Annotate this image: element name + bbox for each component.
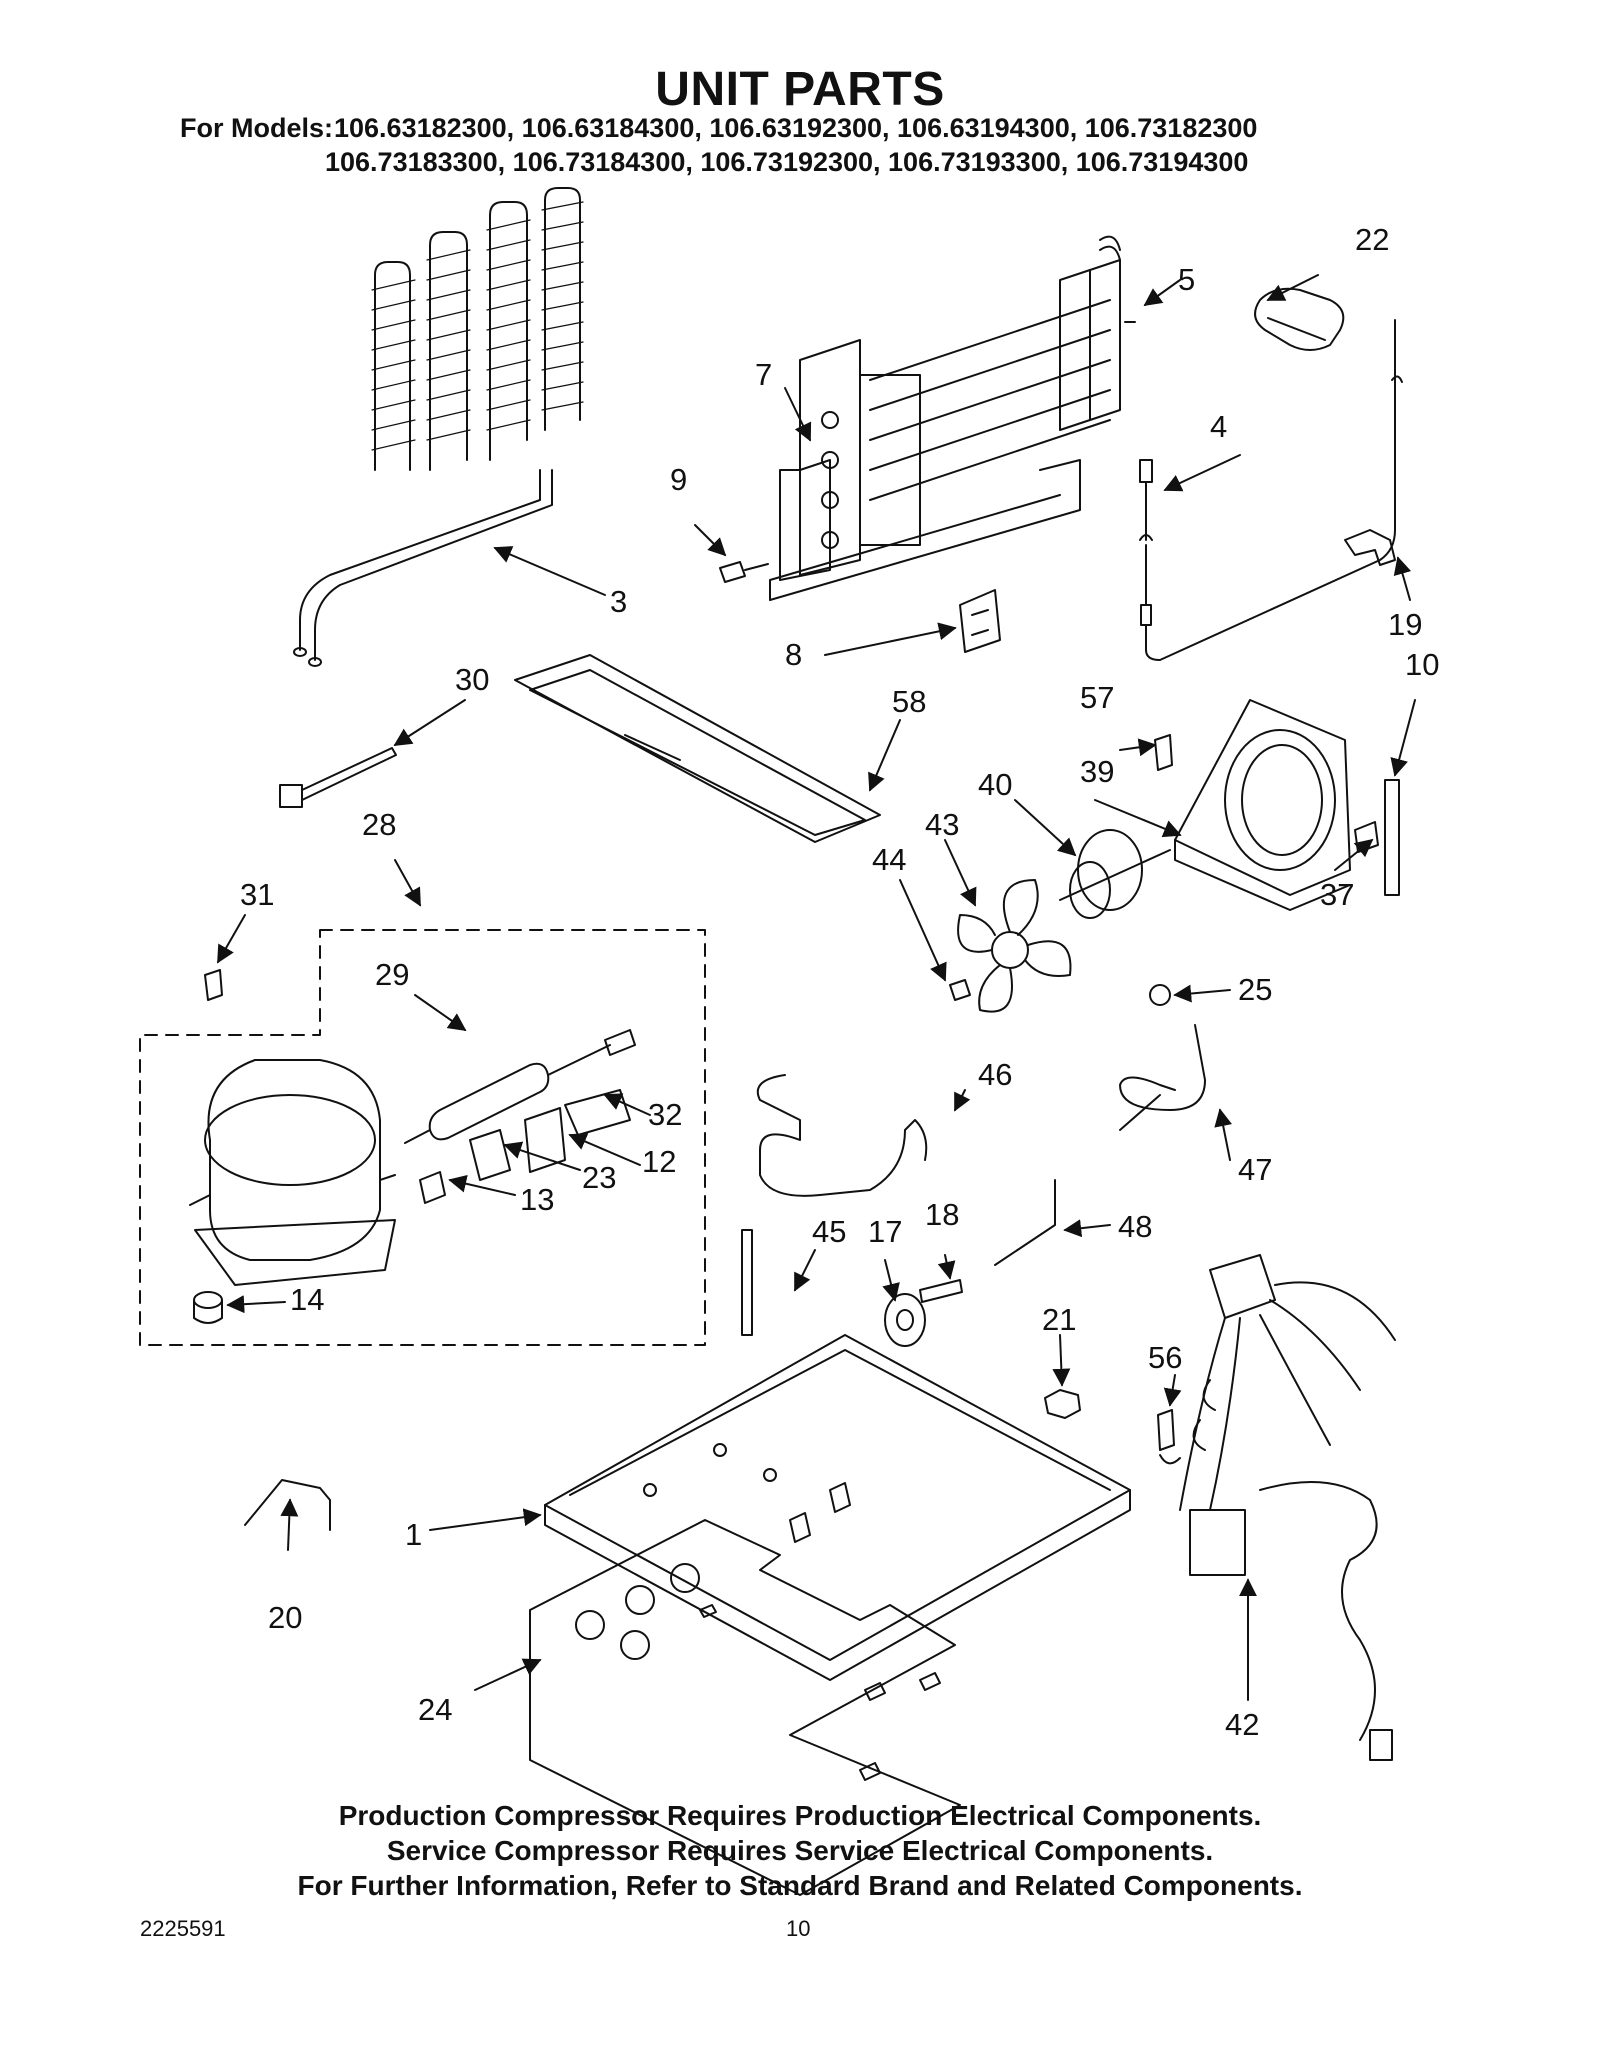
wiring-harness-part: [1179, 1254, 1396, 1761]
clamp-part: [1149, 984, 1171, 1006]
callout-39: 39: [1080, 754, 1114, 789]
callout-28: 28: [362, 807, 396, 842]
compressor-screw-part: [204, 969, 223, 1001]
callout-5: 5: [1178, 262, 1195, 297]
callout-9: 9: [670, 462, 687, 497]
terminal-connector-part: [419, 1171, 446, 1204]
tubing-part: [756, 1074, 928, 1197]
bracket-part: [959, 589, 1001, 653]
callout-44: 44: [872, 842, 906, 877]
page-title: UNIT PARTS: [655, 63, 945, 116]
thermistor-wire-part: [1139, 319, 1403, 661]
callout-17: 17: [868, 1214, 902, 1249]
mount-screw-part: [1354, 821, 1379, 853]
callout-45: 45: [812, 1214, 846, 1249]
callout-4: 4: [1210, 409, 1227, 444]
callout-48: 48: [1118, 1209, 1152, 1244]
leader-lines: [217, 274, 1416, 1701]
callout-24: 24: [418, 1692, 452, 1727]
callout-37: 37: [1320, 877, 1354, 912]
callout-14: 14: [290, 1282, 324, 1317]
compressor-part: [189, 1059, 396, 1286]
footer-note-2: Service Compressor Requires Service Elec…: [386, 1835, 1214, 1866]
drain-tube-part: [994, 1179, 1056, 1266]
callout-29: 29: [375, 957, 409, 992]
callout-labels: 3 5 4 7 9 8 22 19 10 30 58 57 39 40 43 4…: [240, 222, 1439, 1742]
fan-motor-part: [1059, 829, 1171, 919]
pin-part: [741, 1229, 753, 1336]
shroud-screw-part: [1154, 734, 1173, 771]
fan-nut-part: [949, 979, 971, 1001]
clip-part: [1344, 529, 1396, 566]
callout-7: 7: [755, 357, 772, 392]
cable-tie-part: [279, 747, 397, 808]
callout-57: 57: [1080, 680, 1114, 715]
callout-13: 13: [520, 1182, 554, 1217]
screw-part: [719, 561, 769, 583]
drain-pan-part: [514, 654, 881, 843]
ground-screw-part: [1157, 1409, 1181, 1465]
callout-43: 43: [925, 807, 959, 842]
relay-part: [564, 1089, 631, 1136]
footer-note-1: Production Compressor Requires Productio…: [338, 1800, 1262, 1831]
hex-nut-part: [1044, 1389, 1081, 1419]
callout-32: 32: [648, 1097, 682, 1132]
callout-12: 12: [642, 1144, 676, 1179]
callout-19: 19: [1388, 607, 1422, 642]
callout-58: 58: [892, 684, 926, 719]
roller-part: [884, 1293, 926, 1347]
callout-23: 23: [582, 1160, 616, 1195]
callout-1: 1: [405, 1517, 422, 1552]
callout-21: 21: [1042, 1302, 1076, 1337]
callout-31: 31: [240, 877, 274, 912]
fan-blade-part: [957, 879, 1072, 1013]
callout-10: 10: [1405, 647, 1439, 682]
callout-22: 22: [1355, 222, 1389, 257]
base-frame-part: [544, 1334, 1131, 1681]
callout-20: 20: [268, 1600, 302, 1635]
callout-25: 25: [1238, 972, 1272, 1007]
callout-46: 46: [978, 1057, 1012, 1092]
callout-3: 3: [610, 584, 627, 619]
cap-part: [1254, 287, 1345, 351]
protector-part: [469, 1129, 511, 1181]
callout-42: 42: [1225, 1707, 1259, 1742]
grommet-part: [193, 1291, 223, 1324]
gasket-strip-part: [1384, 779, 1400, 896]
compressor-group-outline: [139, 929, 706, 1346]
document-number: 2225591: [140, 1916, 226, 1941]
capillary-tube-part: [1119, 1024, 1206, 1131]
models-list-line-1: 106.63182300, 106.63184300, 106.63192300…: [334, 113, 1258, 143]
filter-drier-part: [404, 1029, 636, 1144]
callout-30: 30: [455, 662, 489, 697]
fan-shroud-part: [1174, 699, 1351, 911]
models-label: For Models:: [180, 113, 333, 143]
wire-clip-part: [244, 1479, 331, 1531]
callout-47: 47: [1238, 1152, 1272, 1187]
footer-note-3: For Further Information, Refer to Standa…: [297, 1870, 1303, 1901]
callout-40: 40: [978, 767, 1012, 802]
page-number: 10: [786, 1916, 811, 1941]
evaporator-coil-part: [769, 235, 1121, 601]
callout-56: 56: [1148, 1340, 1182, 1375]
insulation-pad-part: [529, 1519, 961, 1896]
callout-18: 18: [925, 1197, 959, 1232]
models-list-line-2: 106.73183300, 106.73184300, 106.73192300…: [325, 147, 1249, 177]
condenser-coil-part: [293, 187, 584, 667]
overload-part: [524, 1107, 566, 1173]
callout-8: 8: [785, 637, 802, 672]
axle-part: [919, 1279, 963, 1303]
